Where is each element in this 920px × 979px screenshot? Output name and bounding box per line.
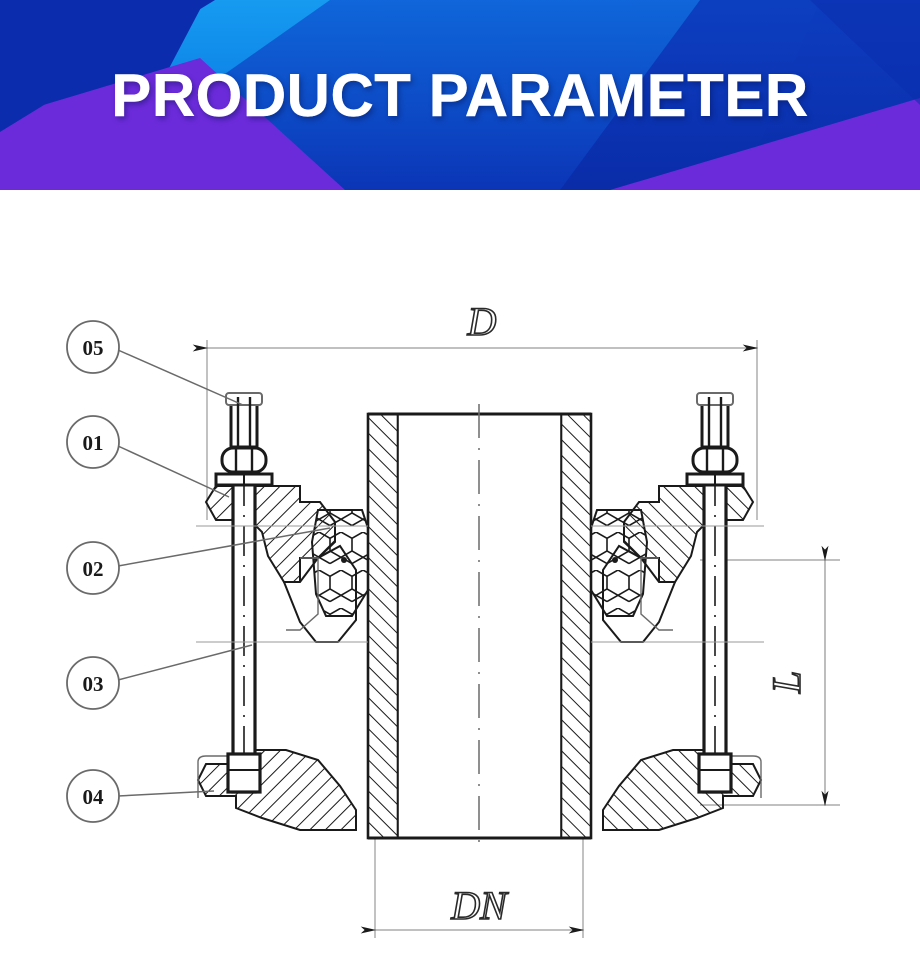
retainer-contour-left bbox=[286, 557, 319, 631]
gasket-left bbox=[310, 509, 369, 617]
flange-lower-lip-right bbox=[723, 755, 762, 798]
flange-lower-left bbox=[196, 749, 357, 831]
banner-shape-purple-right bbox=[610, 98, 920, 190]
callout-04-label: 04 bbox=[83, 785, 105, 809]
retainer-contour-right bbox=[640, 557, 673, 631]
callout-02-circle bbox=[66, 541, 120, 595]
hex-nut-right bbox=[691, 446, 739, 474]
dimension-L: L bbox=[700, 545, 840, 807]
leader-03 bbox=[117, 644, 253, 681]
dim-DN-label: DN bbox=[450, 883, 509, 928]
dim-D-label: D bbox=[467, 299, 497, 344]
gasket-center-dot-left bbox=[341, 557, 347, 563]
callout-02-label: 02 bbox=[83, 557, 104, 581]
hex-nut-left bbox=[220, 446, 268, 474]
callout-03-label: 03 bbox=[83, 672, 104, 696]
callout-leaders bbox=[117, 349, 331, 797]
banner-shape-navy-left bbox=[0, 0, 215, 132]
leader-04 bbox=[117, 790, 215, 797]
pipe-wall-right bbox=[559, 412, 593, 840]
bottom-nut-left bbox=[226, 752, 262, 794]
callout-01-circle bbox=[66, 415, 120, 469]
callout-04-circle bbox=[66, 769, 120, 823]
banner-shape-purple-left bbox=[0, 58, 345, 190]
dimension-D: D bbox=[192, 298, 759, 520]
gasket-right bbox=[590, 509, 649, 617]
leader-01 bbox=[117, 445, 230, 498]
washer-right bbox=[685, 472, 745, 487]
callout-05-circle bbox=[66, 320, 120, 374]
callout-01-label: 01 bbox=[83, 431, 104, 455]
bottom-nut-right bbox=[697, 752, 733, 794]
callout-bubbles: 05 01 02 03 04 bbox=[66, 320, 120, 823]
washer-left bbox=[214, 472, 274, 487]
dim-L-label: L bbox=[764, 671, 809, 694]
pipe-sleeve bbox=[366, 404, 593, 850]
page-title: PRODUCT PARAMETER bbox=[111, 61, 809, 129]
callout-05-label: 05 bbox=[83, 336, 104, 360]
assembly-right bbox=[590, 392, 763, 831]
callout-01: 01 bbox=[66, 415, 120, 469]
pipe-wall-left bbox=[366, 412, 400, 840]
drawing-canvas: D L DN bbox=[66, 298, 840, 938]
callout-03: 03 bbox=[66, 656, 120, 710]
banner-graphics bbox=[0, 0, 920, 190]
technical-drawing: D L DN bbox=[0, 190, 920, 979]
banner-shape-navy-right bbox=[810, 0, 920, 105]
page-banner: PRODUCT PARAMETER bbox=[0, 0, 920, 190]
flange-lower-right bbox=[602, 749, 763, 831]
callout-02: 02 bbox=[66, 541, 120, 595]
bolt-thread-right bbox=[696, 392, 734, 449]
callout-04: 04 bbox=[66, 769, 120, 823]
bolt-thread-left bbox=[225, 392, 263, 449]
leader-02 bbox=[117, 527, 331, 567]
gasket-center-dot-right bbox=[612, 557, 618, 563]
callout-03-circle bbox=[66, 656, 120, 710]
assembly-left bbox=[196, 392, 369, 831]
leader-05 bbox=[117, 349, 244, 406]
dimension-DN: DN bbox=[360, 838, 585, 938]
callout-05: 05 bbox=[66, 320, 120, 374]
